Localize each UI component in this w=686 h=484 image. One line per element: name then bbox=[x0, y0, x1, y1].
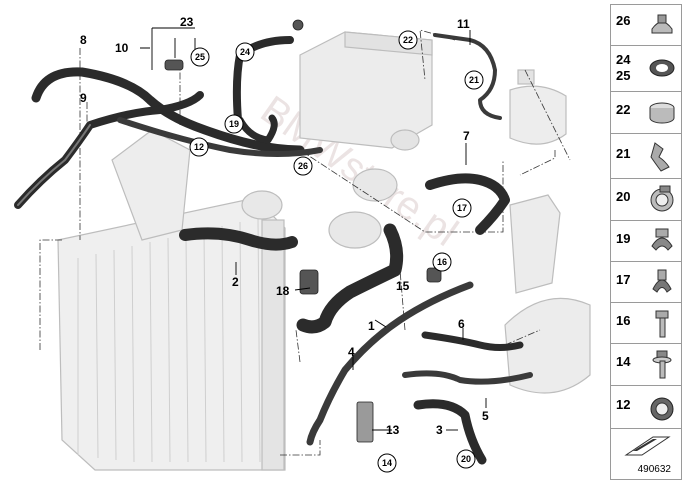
coolant-reservoir bbox=[504, 194, 591, 394]
legend-label: 19 bbox=[616, 231, 631, 246]
legend-footer: 490632 bbox=[611, 429, 681, 479]
callout-8: 8 bbox=[80, 33, 87, 47]
diagram-number: 490632 bbox=[637, 464, 671, 475]
legend-item-24-25[interactable]: 24 25 bbox=[611, 46, 681, 92]
expansion-tank bbox=[509, 69, 567, 145]
callout-26: 26 bbox=[298, 161, 308, 171]
callout-5: 5 bbox=[482, 409, 489, 423]
hose-4 bbox=[306, 281, 474, 446]
callout-24: 24 bbox=[240, 47, 250, 57]
hose-1 bbox=[296, 223, 404, 334]
spring-clamp-icon bbox=[650, 185, 674, 212]
callout-16: 16 bbox=[437, 257, 447, 267]
part-leaders bbox=[140, 27, 487, 431]
callout-12: 12 bbox=[194, 142, 204, 152]
hoses bbox=[14, 33, 533, 465]
seal-ring-icon bbox=[649, 59, 675, 77]
air-duct bbox=[111, 129, 191, 241]
callout-3: 3 bbox=[436, 423, 443, 437]
callout-20: 20 bbox=[461, 454, 471, 464]
callout-10: 10 bbox=[115, 41, 129, 55]
arrow-icon bbox=[624, 436, 671, 456]
callout-labels: 8 9 10 23 11 7 2 18 15 1 6 4 5 3 13 bbox=[80, 15, 489, 437]
legend-label: 17 bbox=[616, 272, 631, 287]
legend-label: 26 bbox=[616, 13, 631, 28]
hose-3 bbox=[413, 399, 487, 465]
callout-25: 25 bbox=[195, 52, 205, 62]
legend-item-16[interactable]: 16 bbox=[611, 303, 681, 344]
hose-2 bbox=[179, 227, 298, 251]
legend-item-14[interactable]: 14 bbox=[611, 344, 681, 386]
callout-4: 4 bbox=[348, 345, 355, 359]
callout-1: 1 bbox=[368, 319, 375, 333]
callout-6: 6 bbox=[458, 317, 465, 331]
callout-15: 15 bbox=[396, 279, 410, 293]
legend-label: 24 25 bbox=[616, 52, 631, 83]
hose-clip-icon bbox=[650, 397, 674, 421]
callout-19: 19 bbox=[229, 119, 239, 129]
hose-7 bbox=[425, 173, 510, 235]
legend-item-22[interactable]: 22 bbox=[611, 92, 681, 134]
holder-clip-icon bbox=[652, 269, 672, 293]
callout-14: 14 bbox=[382, 458, 392, 468]
cable-holder-icon bbox=[650, 142, 670, 172]
circled-callouts bbox=[189, 30, 484, 473]
hose-5 bbox=[402, 370, 533, 385]
callout-17: 17 bbox=[457, 203, 467, 213]
pipe-11 bbox=[433, 33, 502, 120]
legend-item-20[interactable]: 20 bbox=[611, 179, 681, 221]
legend-item-19[interactable]: 19 bbox=[611, 221, 681, 262]
callout-22: 22 bbox=[403, 35, 413, 45]
legend-label: 14 bbox=[616, 354, 631, 369]
legend-label: 20 bbox=[616, 189, 631, 204]
callout-23: 23 bbox=[180, 15, 194, 29]
callout-9: 9 bbox=[80, 91, 87, 105]
callout-13: 13 bbox=[386, 423, 400, 437]
legend-label: 16 bbox=[616, 313, 631, 328]
hose-6 bbox=[421, 331, 524, 351]
intercooler bbox=[299, 31, 433, 151]
bolt-icon bbox=[655, 310, 669, 338]
parts-legend: 26 24 25 22 21 20 19 17 16 14 12 490632 bbox=[610, 4, 682, 480]
callout-7: 7 bbox=[463, 129, 470, 143]
legend-item-21[interactable]: 21 bbox=[611, 134, 681, 179]
legend-label: 21 bbox=[616, 146, 631, 161]
legend-item-12[interactable]: 12 bbox=[611, 386, 681, 429]
callout-11: 11 bbox=[457, 17, 470, 31]
legend-label: 12 bbox=[616, 397, 631, 412]
pipe-26 bbox=[117, 117, 323, 157]
hose-clamp-icon bbox=[649, 102, 675, 124]
legend-label: 22 bbox=[616, 102, 631, 117]
legend-item-17[interactable]: 17 bbox=[611, 262, 681, 303]
retaining-clip-icon bbox=[651, 228, 673, 251]
callout-18: 18 bbox=[276, 284, 290, 298]
band-clamp-icon bbox=[651, 14, 673, 34]
small-parts bbox=[164, 19, 442, 443]
legend-item-26[interactable]: 26 bbox=[611, 5, 681, 46]
callout-2: 2 bbox=[232, 275, 239, 289]
hose-8 bbox=[31, 67, 305, 155]
parts-diagram: BMWstore.pl bbox=[14, 15, 591, 473]
circled-callout-labels: 25 24 22 21 19 12 26 17 16 14 20 bbox=[194, 35, 479, 468]
water-pump bbox=[241, 168, 398, 249]
collar-bolt-icon bbox=[652, 350, 672, 379]
callout-21: 21 bbox=[469, 75, 479, 85]
radiator bbox=[57, 197, 286, 471]
